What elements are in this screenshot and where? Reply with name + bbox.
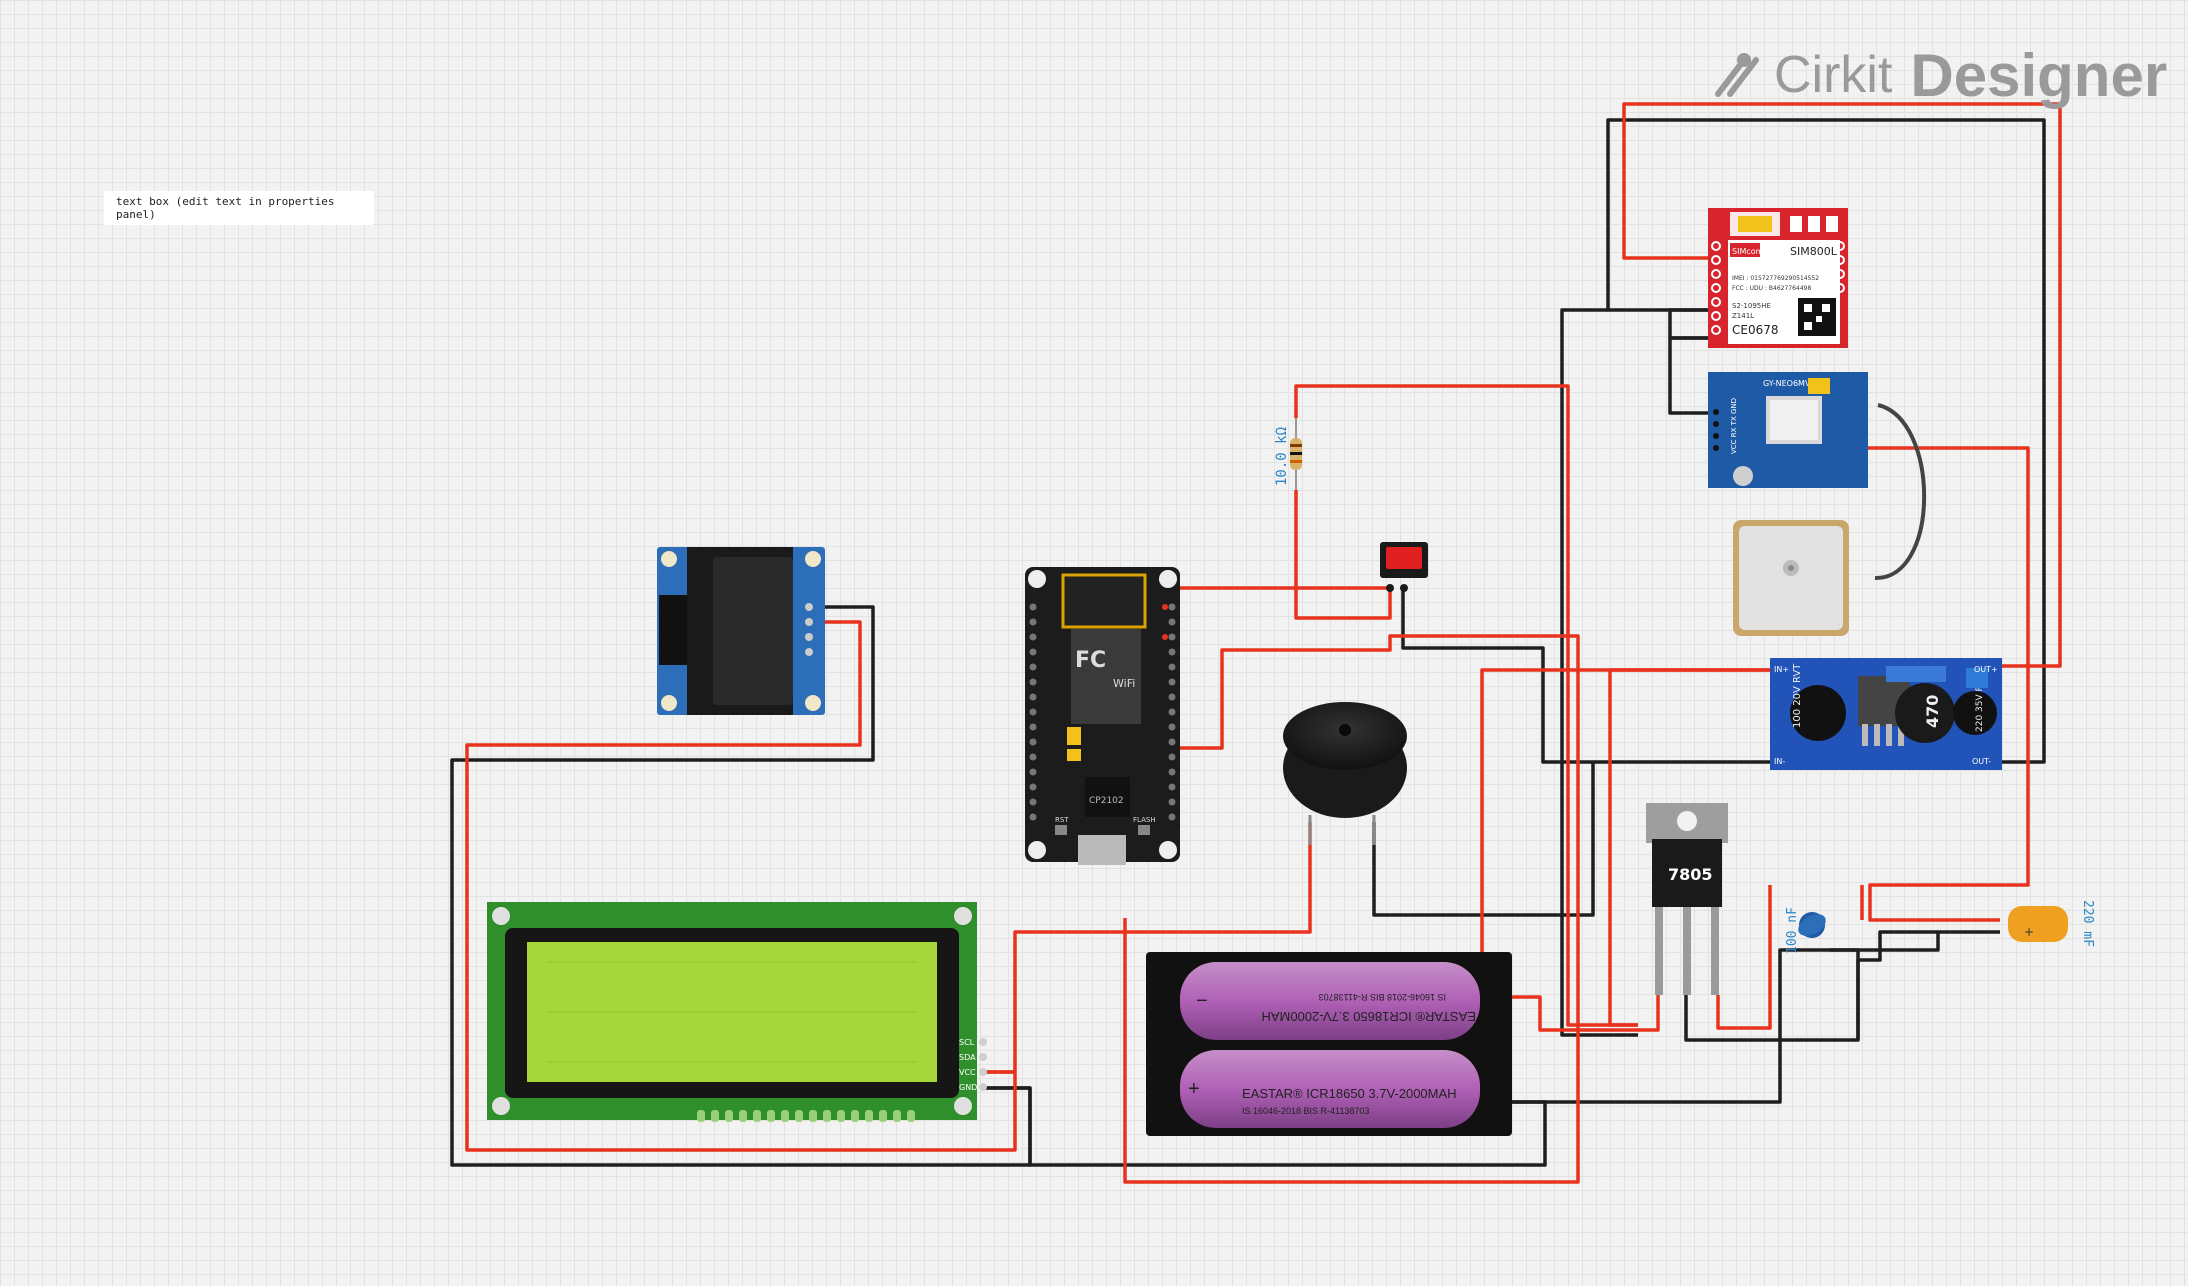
electrolytic-capacitor[interactable]: + 220 mF bbox=[2008, 900, 2095, 947]
gsm-model: SIM800L bbox=[1790, 245, 1838, 258]
lcd-pin-sda: SDA bbox=[959, 1053, 976, 1062]
gps-model: GY-NEO6MV2 bbox=[1763, 379, 1816, 388]
cap-large-value: 220 mF bbox=[2080, 900, 2095, 947]
wire-batt-pos[interactable] bbox=[1510, 995, 1660, 1032]
battery-cell1-std: IS 16046-2018 BIS R-41138703 bbox=[1319, 992, 1446, 1002]
wire-oled-vcc[interactable] bbox=[465, 620, 1017, 1152]
gsm-line2: Z141L bbox=[1732, 312, 1754, 320]
nodemcu-board[interactable]: FC WiFi CP2102 RST FLASH bbox=[1025, 567, 1180, 865]
wire-resistor-top[interactable] bbox=[1294, 384, 1638, 1027]
gsm-imei: IMEI : 015727769290514552 bbox=[1732, 275, 1819, 282]
battery-holder[interactable]: EASTAR® ICR18650 3.7V-2000MAH EASTAR® IC… bbox=[1146, 952, 1512, 1136]
wire-resistor-bottom[interactable] bbox=[1294, 490, 1392, 620]
battery-minus-top: − bbox=[1196, 990, 1208, 1012]
gsm-module-sim800l[interactable]: SIMcom SIM800L IMEI : 015727769290514552… bbox=[1708, 208, 1848, 348]
battery-cell1-text: EASTAR® ICR18650 3.7V-2000MAH bbox=[1261, 1009, 1476, 1024]
lcd-pin-vcc: VCC bbox=[959, 1068, 976, 1077]
wire-cap-gnd[interactable] bbox=[1830, 930, 2000, 952]
buck-in-plus: IN+ bbox=[1774, 665, 1789, 674]
mcu-wifi-label: WiFi bbox=[1113, 677, 1135, 690]
lcd-pin-scl: SCL bbox=[959, 1038, 975, 1047]
gsm-brand: SIMcom bbox=[1732, 247, 1764, 256]
buck-cap2-label: 220 35V RVT bbox=[1975, 674, 1985, 732]
buck-cap1-label: 100 20V RVT bbox=[1792, 663, 1803, 728]
wire-gps-gnd[interactable] bbox=[1668, 336, 1715, 415]
wire-switch-buck-inminus[interactable] bbox=[1401, 590, 1770, 764]
wire-mcu-switch2[interactable] bbox=[1123, 634, 1580, 1184]
wire-cap-gnd2[interactable] bbox=[1856, 930, 1938, 1040]
battery-cell2-std: IS 16046-2018 BIS R-41138703 bbox=[1242, 1106, 1369, 1116]
gsm-fcc: FCC : UDU : B4627764498 bbox=[1732, 285, 1811, 292]
resistor[interactable]: 10.0 kΩ bbox=[1274, 418, 1302, 490]
gps-pins: VCC RX TX GND bbox=[1730, 398, 1738, 454]
mcu-flash-label: FLASH bbox=[1133, 816, 1156, 824]
cirkit-logo-icon bbox=[1715, 53, 1759, 97]
buzzer[interactable] bbox=[1283, 702, 1407, 845]
gps-antenna[interactable] bbox=[1733, 520, 1849, 636]
wire-mcu-switch[interactable] bbox=[1156, 586, 1390, 604]
wire-gsm-vcc[interactable] bbox=[1622, 102, 2062, 668]
buck-out-plus: OUT+ bbox=[1974, 665, 1998, 674]
wire-gsm-gnd-loop[interactable] bbox=[1606, 118, 2046, 764]
text-box[interactable]: text box (edit text in properties panel) bbox=[104, 191, 374, 225]
cirkit-logo: Cirkit Designer bbox=[1710, 40, 2167, 110]
lcd-pin-gnd: GND bbox=[959, 1083, 977, 1092]
mcu-fc-label: FC bbox=[1075, 648, 1106, 673]
lcd-16x2[interactable]: SCL SDA VCC GND bbox=[487, 902, 987, 1122]
gsm-ce: CE0678 bbox=[1732, 323, 1779, 337]
regulator-label: 7805 bbox=[1668, 865, 1713, 884]
cap-large-polarity: + bbox=[2024, 925, 2034, 939]
buck-in-minus: IN- bbox=[1774, 757, 1785, 766]
wire-batt-neg[interactable] bbox=[1510, 948, 1830, 1104]
wire-reg-out[interactable] bbox=[1716, 885, 1772, 1030]
gsm-line1: S2-1095HE bbox=[1732, 302, 1771, 310]
resistor-value: 10.0 kΩ bbox=[1274, 427, 1290, 486]
mcu-rst-label: RST bbox=[1055, 816, 1069, 824]
oled-display[interactable] bbox=[657, 547, 825, 715]
rocker-switch[interactable] bbox=[1380, 542, 1428, 592]
cap-small-value: 100 nF bbox=[1785, 907, 1800, 954]
wires-black[interactable] bbox=[450, 118, 2046, 1167]
buck-inductor-label: 470 bbox=[1923, 695, 1942, 728]
wire-gnd-bus-left[interactable] bbox=[1560, 308, 1638, 1037]
gps-module-neo6m[interactable]: GY-NEO6MV2 VCC RX TX GND bbox=[1708, 372, 1868, 488]
buck-converter-lm2596[interactable]: 100 20V RVT 470 220 35V RVT IN+ IN- OUT+… bbox=[1770, 658, 2002, 770]
wire-buck-in2[interactable] bbox=[1608, 668, 1770, 1027]
wire-gps-vcc[interactable] bbox=[1712, 446, 2030, 922]
voltage-regulator-7805[interactable]: 7805 bbox=[1646, 803, 1728, 995]
mcu-chip-label: CP2102 bbox=[1089, 796, 1124, 806]
logo-text-cirkit: Cirkit bbox=[1774, 46, 1893, 104]
battery-cell2-text: EASTAR® ICR18650 3.7V-2000MAH bbox=[1242, 1086, 1457, 1101]
wire-lcd-vcc[interactable] bbox=[981, 822, 1312, 1074]
gps-antenna-cable[interactable] bbox=[1874, 403, 1927, 581]
ceramic-capacitor[interactable]: 100 nF bbox=[1785, 907, 1829, 954]
battery-plus-bottom: + bbox=[1188, 1078, 1200, 1100]
logo-text-designer: Designer bbox=[1910, 41, 2168, 109]
buck-out-minus: OUT- bbox=[1972, 757, 1991, 766]
